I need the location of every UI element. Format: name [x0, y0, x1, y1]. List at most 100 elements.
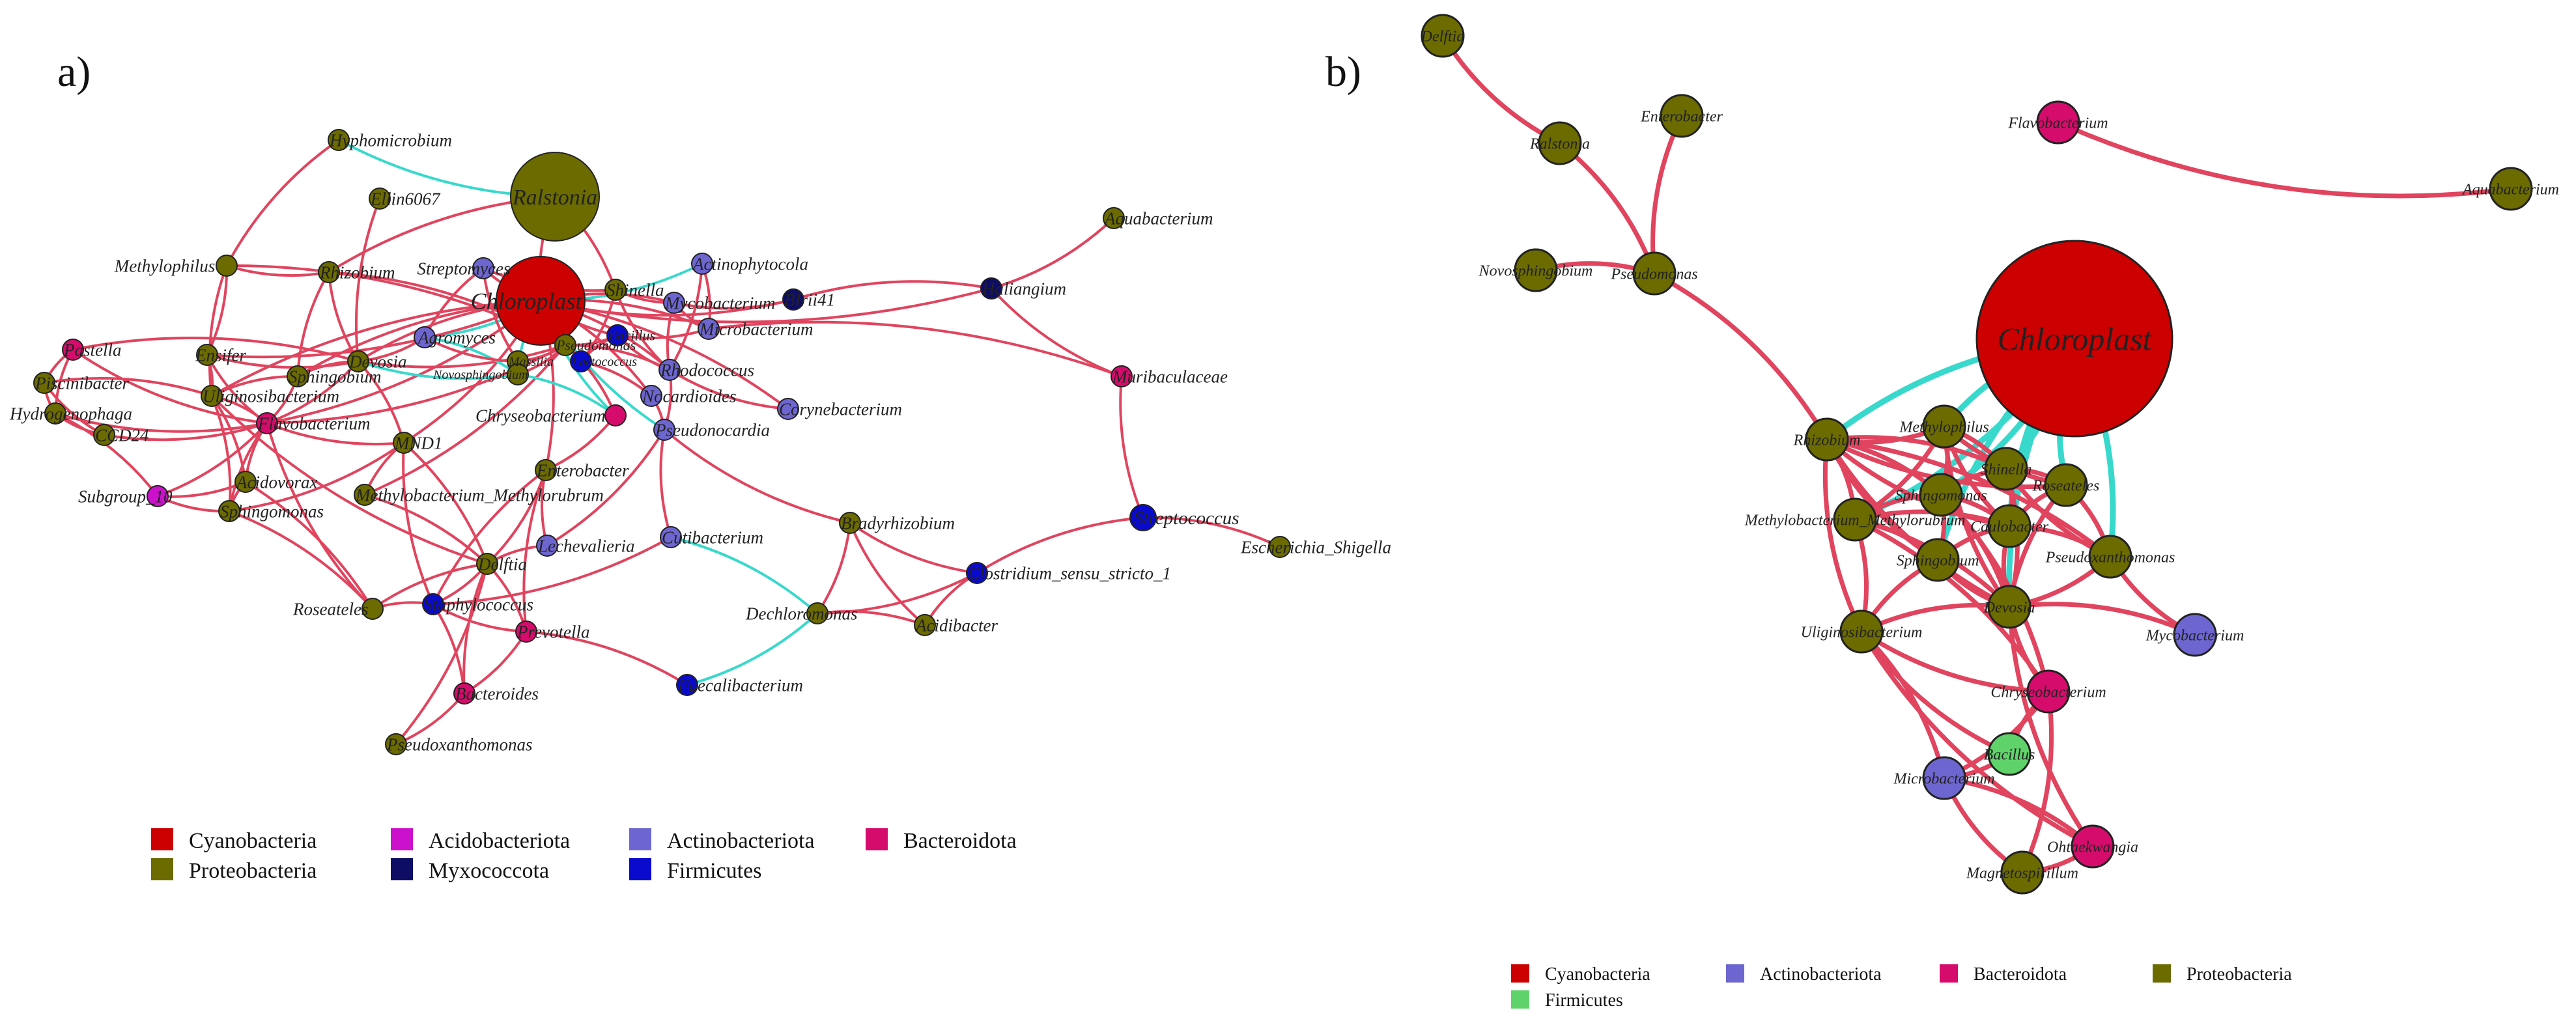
node-shinella: [1984, 447, 2028, 491]
label-dechloromonas: Dechloromonas: [745, 604, 857, 623]
edge-methylophilus-rhizobium: [225, 264, 330, 277]
edge-bradyrhizobium-dechloromonas: [816, 522, 851, 615]
edge-devosia-mycobacterium: [2007, 602, 2198, 637]
node-pseudonocardia: [653, 419, 675, 441]
label-pseudonocardia: Pseudonocardia: [655, 420, 770, 440]
node-corynebacterium: [777, 398, 799, 420]
legend-swatch-cyanobacteria: [151, 828, 173, 850]
edge-methylophilus-uliginosibacterium: [208, 264, 228, 397]
node-roseateles: [361, 598, 384, 620]
label-chryseobacterium: Chryseobacterium: [475, 406, 605, 425]
node-uliginosibacterium: [1839, 609, 1884, 654]
legend-swatch-proteobacteria: [151, 858, 173, 880]
legend-swatch-proteobacteria: [2153, 964, 2171, 983]
node-sphingomonas: [218, 500, 240, 522]
edge-delftia-ralstonia: [1440, 33, 1563, 146]
label-methylophilus: Methylophilus: [114, 256, 215, 275]
node-flavobacterium: [2036, 100, 2080, 145]
label-corynebacterium: Corynebacterium: [779, 399, 902, 419]
edge-devosia-ohtaekwangia: [2007, 604, 2095, 849]
label-agromyces: Agromyces: [417, 328, 496, 347]
edge-birii41-haliangium: [792, 280, 993, 301]
panel-b: b) DelftiaRalstoniaEnterobacterNovosphin…: [1325, 14, 2559, 1011]
edge-rhodococcus-corynebacterium: [668, 369, 789, 410]
legend-label-cyanobacteria: Cyanobacteria: [189, 829, 317, 853]
node-streptomyces: [472, 257, 494, 279]
label-flavobacterium: Flavobacterium: [257, 413, 370, 433]
edge-uliginosibacterium-microbacterium: [1859, 629, 1947, 781]
node-novosphingobium: [1514, 248, 1558, 292]
legend-swatch-acidobacteriota: [391, 828, 413, 850]
label-ccd24: CCD24: [95, 425, 149, 445]
label-enterobacter: Enterobacter: [1640, 108, 1723, 125]
label-chryseobacterium: Chryseobacterium: [1990, 684, 2106, 701]
node-hyphomicrobium: [328, 129, 350, 151]
node-mycobacterium: [663, 292, 685, 314]
node-bacillus: [606, 324, 629, 346]
label-novosphingobium: Novosphingobium: [1479, 262, 1593, 279]
node-microbacterium: [1922, 756, 1966, 800]
label-clostridium-sensu-stricto-1: Clostridium_sensu_stricto_1: [968, 563, 1171, 583]
edge-uliginosibacterium-ohtaekwangia: [1859, 629, 2095, 849]
node-pastella: [62, 339, 84, 361]
label-pastella: Pastella: [63, 340, 122, 359]
edge-chryseobacterium-magnetospirillum: [2020, 689, 2054, 875]
label-muribaculaceae: Muribaculaceae: [1112, 367, 1228, 386]
label-chloroplast: Chloroplast: [471, 288, 583, 314]
label-methylophilus: Methylophilus: [1899, 419, 1989, 436]
label-acidibacter: Acidibacter: [914, 615, 998, 635]
label-bacillus: Bacillus: [608, 328, 655, 344]
label-mycobacterium: Mycobacterium: [664, 293, 775, 313]
label-delftia: Delftia: [1421, 28, 1465, 45]
label-acidovorax: Acidovorax: [235, 472, 317, 492]
legend-label-acidobacteriota: Acidobacteriota: [429, 829, 570, 853]
node-acidovorax: [234, 471, 257, 493]
node-aquabacterium: [2489, 167, 2533, 211]
edge-flavobacterium-aquabacterium: [2056, 120, 2513, 199]
legend-label-proteobacteria: Proteobacteria: [189, 859, 317, 883]
node-flavobacterium: [256, 412, 278, 434]
node-chloroplast: [496, 256, 586, 346]
node-shinella: [604, 279, 627, 301]
label-aquabacterium: Aquabacterium: [1103, 208, 1213, 228]
node-sphingomonas: [1919, 473, 1963, 517]
label-pseudoxanthomonas: Pseudoxanthomonas: [2045, 549, 2175, 566]
node-pseudomonas: [554, 334, 576, 356]
node-ralstonia: [510, 152, 600, 242]
node-devosia: [347, 350, 369, 372]
node-rhizobium: [318, 261, 340, 283]
edge-enterobacter-staphylococcus: [432, 469, 547, 606]
edge-cutibacterium-dechloromonas: [670, 536, 819, 615]
edge-pseudonocardia-bradyrhizobium: [663, 428, 851, 524]
node-delftia: [476, 553, 498, 575]
node-mycobacterium: [2173, 613, 2217, 657]
edge-pseudonocardia-cutibacterium: [659, 428, 672, 538]
node-muribaculaceae: [1111, 365, 1133, 387]
label-roseateles: Roseateles: [292, 599, 368, 619]
node-faecalibacterium: [676, 674, 698, 696]
edge-rhizobium-shinella: [1824, 435, 2009, 471]
legend-label-firmicutes: Firmicutes: [1545, 990, 1623, 1011]
legend-swatch-firmicutes: [1511, 990, 1529, 1009]
node-ohtaekwangia: [2071, 824, 2115, 869]
panel-a-nodes: HyphomicrobiumRalstoniaEllin6067Aquabact…: [9, 129, 1391, 755]
label-mnd1: MND1: [394, 433, 443, 453]
label-enterobacter: Enterobacter: [536, 460, 629, 480]
edge-devosia-flavobacterium: [266, 360, 360, 425]
node-sphingobium: [1916, 538, 1960, 582]
edge-dechloromonas-acidibacter: [816, 610, 926, 626]
label-caulobacter: Caulobacter: [1970, 518, 2049, 535]
node-devosia: [1987, 585, 2031, 629]
node-birii41: [782, 288, 804, 311]
label-hydrogenophaga: Hydrogenophaga: [9, 404, 132, 423]
label-methylobacterium-methylorubrum: Methylobacterium_Methylorubrum: [1744, 512, 1966, 529]
edge-enterobacter-pseudomonas: [1650, 113, 1684, 276]
node-lechevalieria: [536, 535, 558, 557]
edge-piscinibacter-uliginosibacterium: [43, 376, 213, 397]
node-chryseobacterium: [2026, 669, 2071, 714]
label-rhizobium: Rhizobium: [319, 262, 395, 282]
legend-label-proteobacteria: Proteobacteria: [2187, 964, 2292, 984]
label-devosia: Devosia: [348, 352, 406, 371]
node-escherichia-shigella: [1269, 536, 1291, 558]
